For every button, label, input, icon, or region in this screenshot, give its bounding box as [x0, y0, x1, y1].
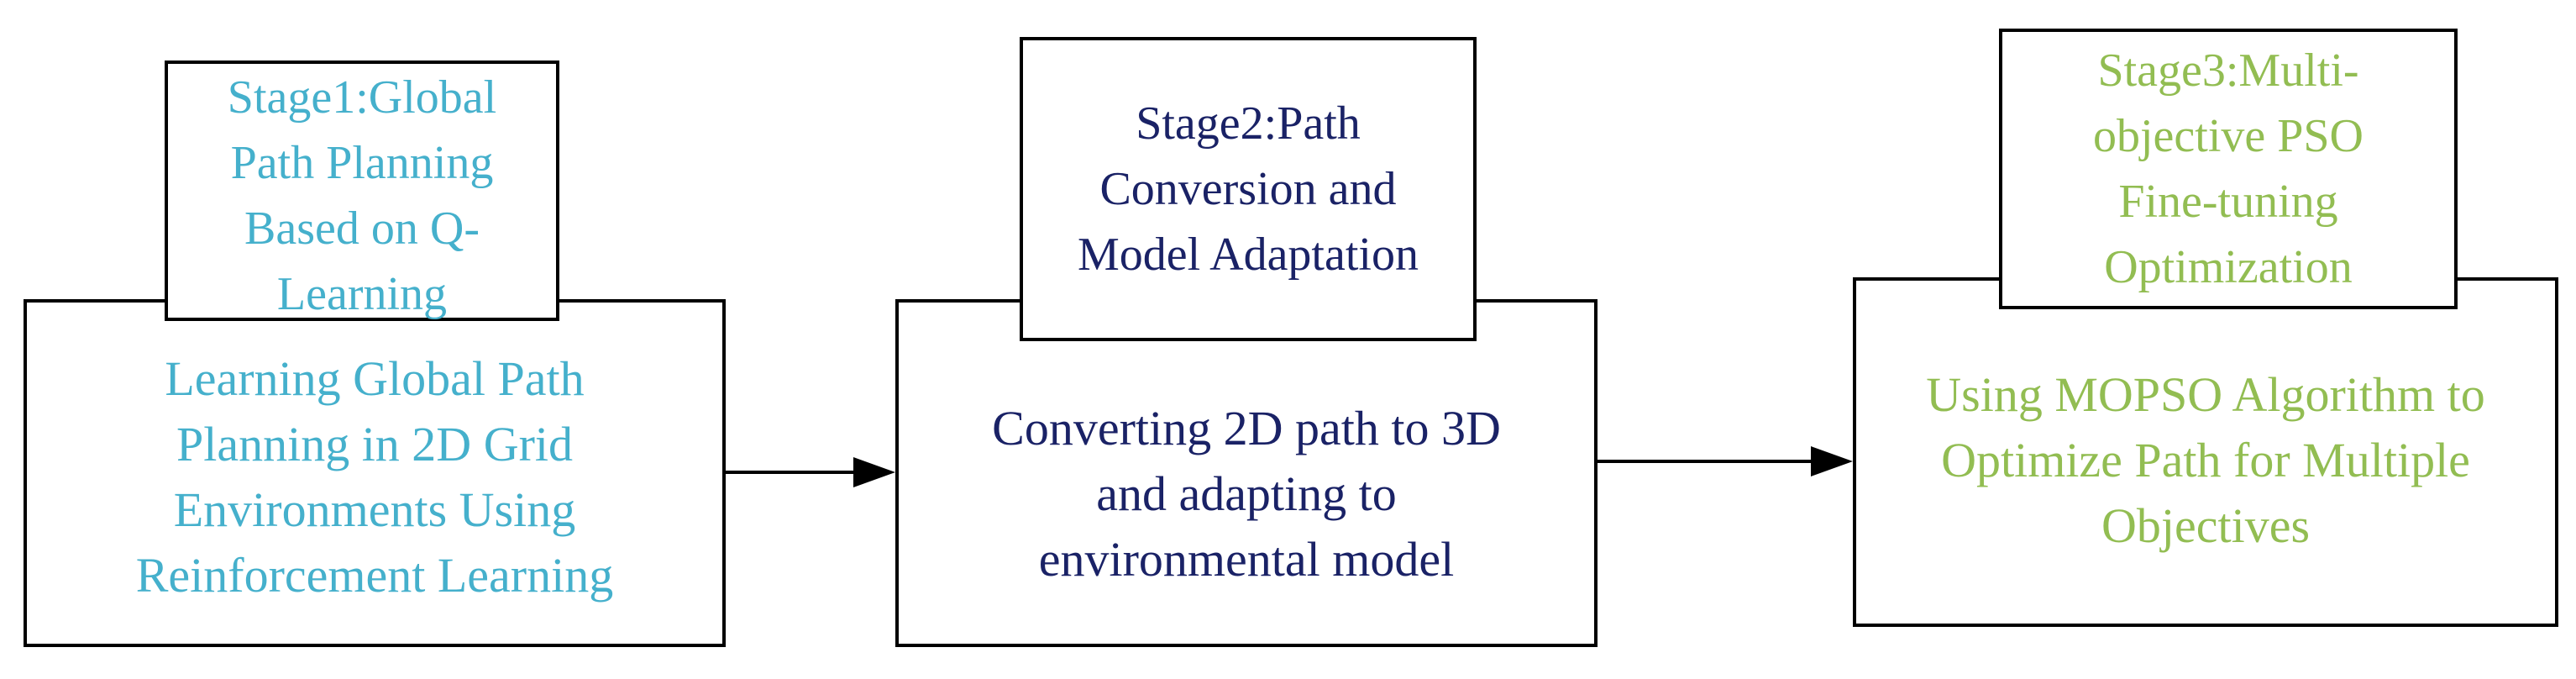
- stage2-title: Stage2:Path Conversion and Model Adaptat…: [1078, 97, 1419, 281]
- arrow-stage2-to-stage3-head: [1811, 446, 1853, 476]
- arrow-stage1-to-stage2-head: [853, 457, 895, 487]
- stage3-description: Using MOPSO Algorithm to Optimize Path f…: [1926, 367, 2485, 553]
- stage3-title-box: Stage3:Multi- objective PSO Fine-tuning …: [1999, 29, 2458, 309]
- stage2-description: Converting 2D path to 3D and adapting to…: [992, 401, 1501, 587]
- stage1-title-box: Stage1:Global Path Planning Based on Q- …: [165, 61, 559, 321]
- stage2-title-box: Stage2:Path Conversion and Model Adaptat…: [1020, 37, 1477, 341]
- stage2-description-box: Converting 2D path to 3D and adapting to…: [895, 299, 1598, 647]
- stage1-description: Learning Global Path Planning in 2D Grid…: [135, 351, 614, 603]
- stage3-title: Stage3:Multi- objective PSO Fine-tuning …: [2093, 45, 2364, 293]
- stage1-title: Stage1:Global Path Planning Based on Q- …: [227, 71, 497, 320]
- stage1-description-box: Learning Global Path Planning in 2D Grid…: [24, 299, 726, 647]
